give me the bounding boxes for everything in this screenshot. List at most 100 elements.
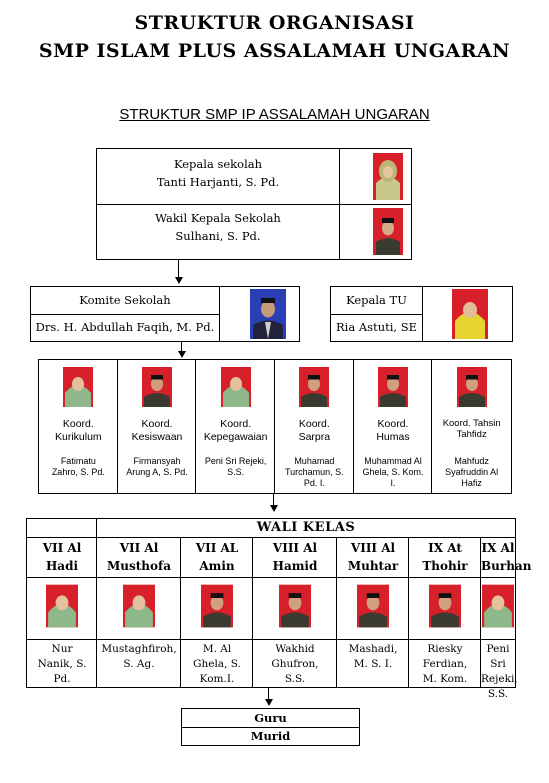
- wali-kelas-class-line: VII AL: [195, 541, 239, 555]
- wali-kelas-class: IX At Thohir: [409, 539, 481, 575]
- komite-name: Drs. H. Abdullah Faqih, M. Pd.: [35, 320, 215, 334]
- koordinator-role-line: Koord.: [62, 418, 94, 430]
- koordinator-name-line: I.: [390, 478, 396, 488]
- page-title-line1: STRUKTUR ORGANISASI: [134, 12, 415, 34]
- wali-kelas-name-line: Rejeki,: [481, 673, 518, 685]
- koordinator-photo: [377, 365, 408, 409]
- koordinator-name-line: Syafruddin Al: [445, 467, 499, 477]
- wakil-photo: [373, 208, 403, 255]
- koordinator-role-line: Kesiswaan: [131, 431, 183, 443]
- koordinator-name-line: Ghela, S. Kom.: [362, 467, 424, 477]
- koordinator-role-line: Sarpra: [298, 431, 331, 443]
- wali-kelas-name: Mashadi, M. S. I.: [337, 642, 409, 672]
- wali-kelas-name-line: Riesky: [427, 643, 463, 655]
- wali-kelas-class-line: Muhtar: [347, 559, 399, 573]
- koordinator-name-line: Firmansyah: [133, 456, 181, 466]
- wali-kelas-class-line: Hadi: [45, 559, 79, 573]
- komite-photo: [250, 289, 286, 339]
- wali-kelas-photo: [123, 581, 155, 631]
- wali-kelas-class-line: Burhan: [481, 559, 532, 573]
- wali-kelas-name-line: Ghufron,: [271, 658, 319, 670]
- koordinator-role-line: Koord. Tahsin: [442, 418, 501, 429]
- wali-kelas-class-line: VIII Al: [350, 541, 396, 555]
- koordinator-name-line: Zahro, S. Pd.: [51, 467, 105, 477]
- kepala-sekolah-role: Kepala sekolah: [173, 157, 263, 171]
- kepala-tu-role: Kepala TU: [346, 293, 407, 307]
- wakil-role: Wakil Kepala Sekolah: [155, 211, 281, 225]
- wali-kelas-name-line: Ferdian,: [422, 658, 468, 670]
- koordinator-name-line: Turchamun, S.: [284, 467, 344, 477]
- kepala-sekolah-label: Kepala sekolah Tanti Harjanti, S. Pd.: [97, 155, 339, 191]
- wali-kelas-name-line: M. S. I.: [353, 658, 393, 670]
- wali-kelas-class-line: IX Al: [481, 541, 515, 555]
- kepala-sekolah-photo: [373, 153, 403, 200]
- kepala-sekolah-name: Tanti Harjanti, S. Pd.: [156, 175, 280, 189]
- wali-kelas-name-line: Mashadi,: [348, 643, 398, 655]
- koordinator-role-line: Humas: [376, 431, 410, 443]
- koordinator-name-line: Mahfudz: [454, 456, 489, 466]
- guru-label: Guru: [254, 711, 287, 725]
- chart-subtitle: STRUKTUR SMP IP ASSALAMAH UNGARAN: [119, 106, 430, 123]
- koordinator-name-line: Fatimatu: [60, 456, 96, 466]
- wali-kelas-class-line: VIII Al: [272, 541, 318, 555]
- guru-murid-box: Guru Murid: [181, 708, 360, 746]
- wali-kelas-name-line: Ghela, S.: [193, 658, 241, 670]
- koordinator-role: Koord.Humas: [354, 418, 433, 444]
- murid-label: Murid: [250, 729, 291, 743]
- page-title-line2: SMP ISLAM PLUS ASSALAMAH UNGARAN: [38, 40, 511, 62]
- koordinator-role: Koord.Sarpra: [275, 418, 354, 444]
- wali-kelas-name-line: Peni Sri: [486, 643, 510, 670]
- koordinator-photo: [456, 365, 487, 409]
- wali-kelas-name-line: Pd.: [53, 673, 71, 685]
- wali-kelas-name-line: M. Al: [202, 643, 232, 655]
- wali-kelas-class-line: Thohir: [422, 559, 468, 573]
- wali-kelas-name-line: S.S.: [284, 673, 306, 685]
- koordinator-role-line: Koord.: [377, 418, 409, 430]
- koordinator-role: Koord.Kurikulum: [39, 418, 118, 444]
- koordinator-name: Peni Sri Rejeki,S.S.: [196, 456, 275, 478]
- koordinator-name-line: Arung A, S. Pd.: [126, 467, 188, 477]
- koordinator-name-line: Pd. I.: [303, 478, 325, 488]
- koordinator-role-line: Koord.: [141, 418, 173, 430]
- wakil-name: Sulhani, S. Pd.: [175, 229, 261, 243]
- koordinator-role-line: Koord.: [220, 418, 252, 430]
- koordinator-role: Koord.Kepegawaian: [196, 418, 275, 444]
- wali-kelas-name-line: S. Ag.: [123, 658, 155, 670]
- wali-kelas-heading: WALI KELAS: [256, 520, 356, 535]
- wali-kelas-class-line: IX At: [428, 541, 462, 555]
- wali-kelas-name-line: M. Kom.: [422, 673, 468, 685]
- koordinator-name-line: Hafiz: [461, 478, 482, 488]
- wali-kelas-class: IX Al Burhan: [481, 539, 532, 575]
- wali-kelas-name-line: Wakhid: [275, 643, 315, 655]
- wali-kelas-photo: [279, 581, 311, 631]
- koordinator-role-line: Kurikulum: [54, 431, 102, 443]
- koordinator-name-line: Muhammad Al: [364, 456, 422, 466]
- koordinator-role-line: Tahfidz: [456, 429, 487, 440]
- kepala-tu-photo: [452, 289, 488, 339]
- wali-kelas-photo: [357, 581, 389, 631]
- wali-kelas-class-line: Amin: [199, 559, 235, 573]
- wali-kelas-class: VIII Al Muhtar: [337, 539, 409, 575]
- koordinator-name-line: Muhamad: [294, 456, 335, 466]
- wali-kelas-photo: [482, 581, 514, 631]
- kepala-tu-name: Ria Astuti, SE: [336, 320, 417, 334]
- wali-kelas-name-line: Nur: [51, 643, 73, 655]
